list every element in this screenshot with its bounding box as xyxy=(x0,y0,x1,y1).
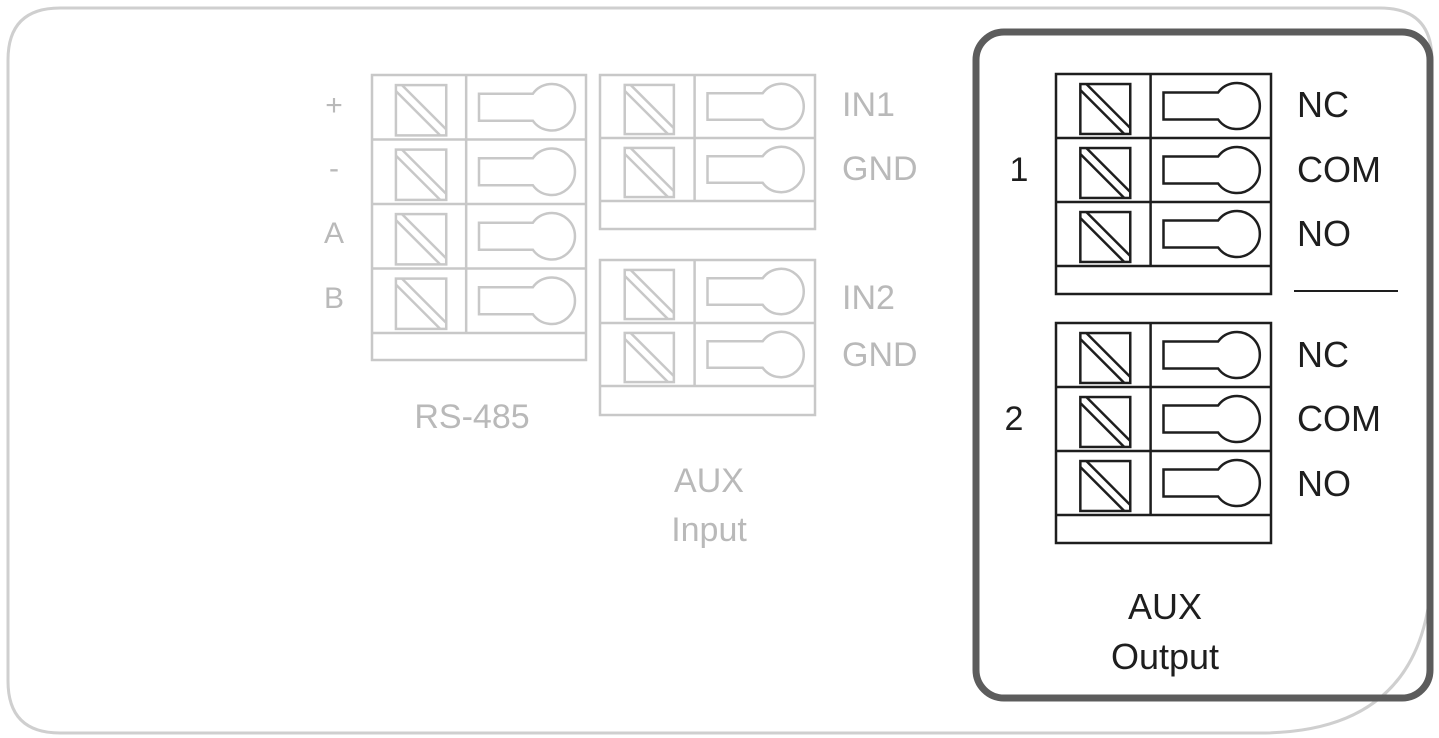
rs485-block-wire-entry xyxy=(477,147,577,197)
rs485-block-screw-hatch xyxy=(395,90,442,137)
relay-2-block-wire-entry xyxy=(1162,330,1262,380)
rs485-block-screw-hatch xyxy=(401,148,448,195)
aux-input-1-block-screw xyxy=(623,83,676,136)
rs485-block-screw xyxy=(394,277,448,331)
relay-1-number: 1 xyxy=(1010,151,1029,189)
aux-output-pin-labels: NC COM NO NC COM NO xyxy=(1297,84,1381,504)
relay-1-block-wire-entry xyxy=(1162,145,1262,195)
rs485-block-housing xyxy=(370,73,588,362)
relay-1-label-com: COM xyxy=(1297,149,1381,190)
relay-1-block-screw-hatch xyxy=(1085,147,1132,193)
relay-1-label-no: NO xyxy=(1297,213,1351,254)
aux-input-2-block-screw-hatch xyxy=(629,332,675,378)
relay-2-block-screw-hatch xyxy=(1079,402,1126,448)
relay-2-block-screw-hatch xyxy=(1079,338,1126,384)
aux-input-pin-labels: IN1 GND IN2 GND xyxy=(842,86,918,374)
aux-input-2-block-screw-hatch xyxy=(623,274,669,320)
relay-2-block-screw xyxy=(1079,459,1132,513)
relay-1-block-wire-entry xyxy=(1162,81,1262,131)
aux-input-2-block-screw xyxy=(623,268,676,321)
aux-input-title-line1: AUX xyxy=(674,462,744,500)
device-panel-outline xyxy=(6,6,1434,735)
aux-input-terminal-block-2 xyxy=(598,258,817,417)
rs485-terminal-block xyxy=(370,73,588,362)
rs485-block-screw-hatch xyxy=(395,154,442,201)
relay-2-block-screw xyxy=(1079,331,1132,385)
relay-1-block-screw xyxy=(1079,82,1132,136)
aux-input-label-gnd1: GND xyxy=(842,150,918,188)
relay-2-block-wire-entry xyxy=(1162,394,1262,444)
rs485-block-screw-hatch xyxy=(401,213,448,260)
relay-2-block-wire-entry xyxy=(1162,458,1262,508)
aux-input-label-in1: IN1 xyxy=(842,86,895,124)
aux-input-1-block-screw-hatch xyxy=(629,147,675,193)
rs485-block-screw-hatch xyxy=(395,219,442,266)
rs485-title: RS-485 xyxy=(414,398,529,436)
rs485-block-screw-hatch xyxy=(395,283,442,330)
relay-2-block-screw-hatch xyxy=(1079,466,1126,512)
relay-1-block-wire-entry xyxy=(1162,209,1262,259)
relay-2-label-com: COM xyxy=(1297,398,1381,439)
aux-input-2-block-housing xyxy=(598,258,817,417)
rs485-pin-label-plus: + xyxy=(325,89,343,122)
relay-1-block-screw-hatch xyxy=(1085,211,1132,257)
rs485-block-wire-entry xyxy=(477,211,577,261)
aux-input-terminal-block-1 xyxy=(598,73,817,231)
rs485-block-screw xyxy=(394,212,448,266)
relay-1-block-housing xyxy=(1054,72,1273,296)
aux-input-2-block-wire-entry xyxy=(706,267,805,316)
aux-input-1-block-screw-hatch xyxy=(623,152,669,198)
aux-input-1-block-wire-entry xyxy=(706,82,805,131)
rs485-block-screw-hatch xyxy=(401,84,448,131)
aux-input-1-block-screw-hatch xyxy=(623,89,669,135)
relay-2-block-screw-hatch xyxy=(1085,396,1132,442)
rs485-block-wire-entry xyxy=(477,276,577,326)
aux-input-2-block-screw xyxy=(623,331,676,384)
relay-2-block-screw xyxy=(1079,395,1132,449)
relay-2-block-screw-hatch xyxy=(1085,460,1132,506)
aux-input-1-block-screw-hatch xyxy=(629,84,675,130)
aux-input-2-block-screw-hatch xyxy=(629,269,675,315)
relay-2-block-housing xyxy=(1054,321,1273,545)
aux-input-2-block-screw-hatch xyxy=(623,337,669,383)
aux-output-highlight-frame xyxy=(972,28,1434,702)
aux-input-1-block-housing xyxy=(598,73,817,231)
aux-output-title-line1: AUX xyxy=(1128,586,1202,627)
rs485-block-screw-hatch xyxy=(401,277,448,324)
relay-1-block-screw-hatch xyxy=(1079,89,1126,135)
relay-1-block-screw-hatch xyxy=(1079,153,1126,199)
aux-input-2-block-wire-entry xyxy=(706,330,805,379)
relay-1-block-screw-hatch xyxy=(1085,83,1132,129)
aux-input-label-in2: IN2 xyxy=(842,279,895,317)
relay-1-label-nc: NC xyxy=(1297,84,1349,125)
rs485-pin-labels: + - A B xyxy=(324,89,344,315)
aux-output-relay-2-block xyxy=(1054,321,1273,545)
rs485-block-screw xyxy=(394,148,448,202)
aux-input-1-block-screw xyxy=(623,146,676,199)
rs485-pin-label-a: A xyxy=(324,217,344,250)
rs485-block-screw xyxy=(394,83,448,137)
relay-2-label-no: NO xyxy=(1297,463,1351,504)
aux-input-title-line2: Input xyxy=(671,511,747,549)
aux-output-title-line2: Output xyxy=(1111,636,1219,677)
aux-output-relay-1-block xyxy=(1054,72,1273,296)
relay-2-block-screw-hatch xyxy=(1085,332,1132,378)
relay-1-block-screw xyxy=(1079,210,1132,264)
relay-2-label-nc: NC xyxy=(1297,334,1349,375)
aux-input-1-block-wire-entry xyxy=(706,145,805,194)
relay-2-number: 2 xyxy=(1005,400,1024,438)
aux-input-label-gnd2: GND xyxy=(842,336,918,374)
rs485-pin-label-minus: - xyxy=(329,152,339,185)
relay-1-block-screw xyxy=(1079,146,1132,200)
relay-1-block-screw-hatch xyxy=(1079,217,1126,263)
rs485-block-wire-entry xyxy=(477,82,577,132)
rs485-pin-label-b: B xyxy=(324,282,344,315)
